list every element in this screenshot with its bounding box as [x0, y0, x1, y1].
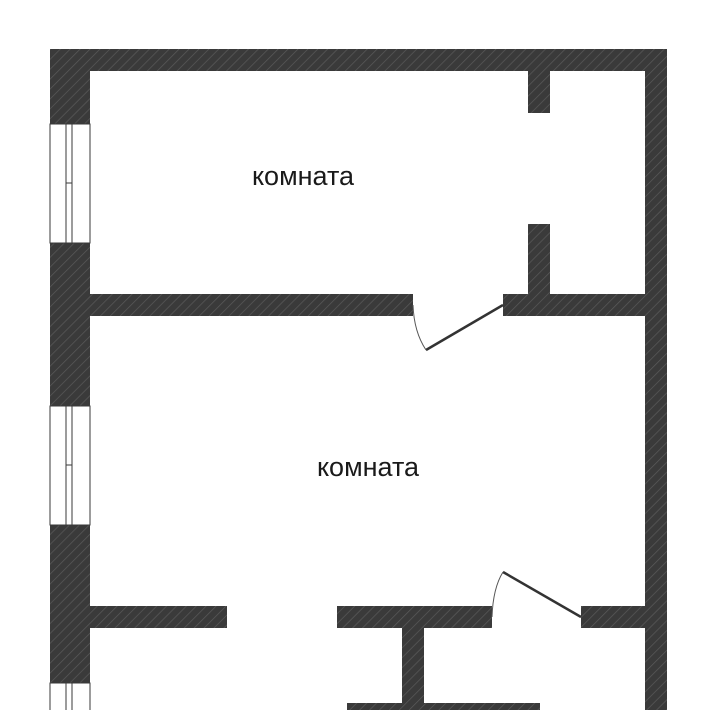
window-middle: [49, 405, 91, 526]
outer-wall-top: [50, 49, 667, 71]
window-bottom: [49, 682, 91, 710]
outer-wall-left-3: [50, 525, 90, 683]
interior-walls: [90, 71, 645, 710]
door-lower: [491, 570, 582, 619]
outer-wall-right: [645, 49, 667, 710]
wall-h1-right: [503, 294, 645, 316]
partition-stub-lower: [528, 224, 550, 297]
wall-h2-left: [90, 606, 227, 628]
wall-h1-left: [90, 294, 413, 316]
room-label-1: комната: [252, 161, 355, 191]
wall-h3: [347, 703, 540, 710]
wall-h2-right: [581, 606, 645, 628]
outer-walls: [50, 49, 667, 710]
window-top: [49, 123, 91, 244]
outer-wall-left-2: [50, 243, 90, 406]
wall-h2-mid: [337, 606, 492, 628]
room-label-2: комната: [317, 452, 420, 482]
outer-wall-left-1: [50, 49, 90, 124]
door-upper: [412, 303, 504, 352]
partition-stub-upper: [528, 71, 550, 113]
wall-v-lower: [402, 628, 424, 703]
